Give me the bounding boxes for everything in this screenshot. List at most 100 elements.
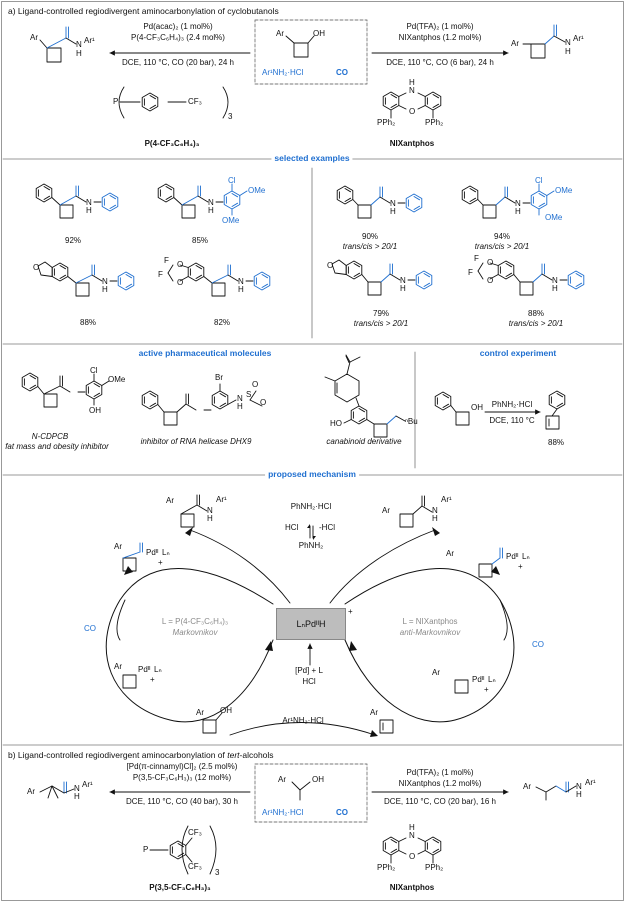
- mech-right-label-1: L = NIXantphos: [402, 617, 458, 626]
- se-r2-ome2: OMe: [545, 213, 563, 222]
- mech-tl-ar: Ar: [166, 496, 174, 505]
- mech-hcl-bottom: HCl: [302, 677, 316, 686]
- a-right-cond-3: DCE, 110 °C, CO (6 bar), 24 h: [386, 58, 494, 67]
- mech-l-alkyl-ar: Ar: [114, 662, 122, 671]
- b-nix-pph2a: PPh₂: [377, 863, 396, 872]
- a-rp-n: N: [565, 38, 571, 47]
- a-left-cond-1: Pd(acac)₂ (1 mol%): [143, 22, 213, 31]
- substrate-box: [254, 19, 368, 85]
- control-header: control experiment: [476, 348, 560, 359]
- a-left-cond-2: P(4-CF₃C₆H₄)₃ (2.4 mol%): [131, 33, 225, 42]
- ph1-ome: OMe: [108, 375, 126, 384]
- mech-co-right: CO: [532, 640, 544, 649]
- se-r4-o2: O: [487, 276, 494, 285]
- a-rp-ar1: Ar¹: [573, 34, 584, 43]
- a-sub-co: CO: [336, 68, 348, 77]
- se-r2-cl: Cl: [535, 176, 543, 185]
- se-l2-n: N: [208, 198, 214, 207]
- mech-co-left: CO: [84, 624, 96, 633]
- control-reagent: PhNH₂·HCl: [491, 400, 533, 409]
- se-r4-o1: O: [487, 258, 494, 267]
- se-r2-ratio: trans/cis > 20/1: [474, 242, 530, 251]
- b-rp-ar: Ar: [523, 782, 531, 791]
- se-r3-yield: 79%: [372, 309, 390, 318]
- se-r4-ratio: trans/cis > 20/1: [508, 319, 564, 328]
- control-yield: 88%: [547, 438, 565, 447]
- se-l2-ome2: OMe: [222, 216, 240, 225]
- mech-r-acyl-pd: Pdᴵᴵ: [506, 552, 519, 561]
- b-sub-co: CO: [336, 808, 348, 817]
- se-r4-n: N: [552, 276, 558, 285]
- se-l4-h: H: [238, 285, 244, 294]
- mech-tl-n: N: [207, 506, 213, 515]
- mech-hcl-plus: HCl: [285, 523, 299, 532]
- mechanism-header: proposed mechanism: [265, 469, 359, 480]
- selected-examples-header: selected examples: [271, 153, 353, 164]
- se-r3-n: N: [400, 276, 406, 285]
- a-nix-n: N: [409, 86, 415, 95]
- b-ligand-right-label: NIXantphos: [389, 883, 435, 892]
- se-r3-o: O: [327, 261, 334, 270]
- mech-left-label-1: L = P(4-CF₃C₆H₄)₃: [161, 617, 229, 626]
- se-l2-h: H: [208, 206, 214, 215]
- section-b-title-suffix: -alcohols: [239, 750, 274, 760]
- b-nix-o: O: [409, 852, 416, 861]
- mech-tr-n: N: [432, 506, 438, 515]
- mech-r-acyl-ar: Ar: [446, 549, 454, 558]
- se-r4-yield: 88%: [527, 309, 545, 318]
- a-nix-pph2a: PPh₂: [377, 118, 396, 127]
- catalyst-box: LₙPdᴵᴵH: [276, 608, 346, 640]
- mech-r-alkyl-pd: Pdᴵᴵ: [472, 675, 485, 684]
- se-l2-cl: Cl: [228, 176, 236, 185]
- se-l1-yield: 92%: [64, 236, 82, 245]
- ph2-o2: O: [260, 398, 267, 407]
- a-lp-ar: Ar: [30, 33, 38, 42]
- mech-r-alkyl-plus: +: [484, 685, 489, 694]
- b-left-cond-2: P(3,5-CF₃C₆H₃)₃ (12 mol%): [132, 773, 232, 782]
- b-lig-p: P: [143, 845, 149, 854]
- mech-amine-top: PhNH₂·HCl: [290, 502, 332, 511]
- section-b-title: b) Ligand-controlled regiodivergent amin…: [8, 750, 274, 760]
- se-l4-f1: F: [164, 256, 169, 265]
- b-rp-h: H: [576, 790, 582, 799]
- control-oh: OH: [471, 403, 483, 412]
- a-lig-p: P: [113, 97, 119, 106]
- mech-r-alkyl-ln: Lₙ: [488, 675, 496, 684]
- mech-b-ar2: Ar: [370, 708, 378, 717]
- mech-r-acyl-ln: Lₙ: [522, 552, 530, 561]
- ph2-o1: O: [252, 380, 259, 389]
- mech-right-label-2: anti-Markovnikov: [399, 628, 461, 637]
- se-r2-ome1: OMe: [555, 186, 573, 195]
- b-ligand-left-label: P(3,5-CF₃C₆H₃)₃: [149, 883, 211, 892]
- se-l3-o: O: [33, 263, 40, 272]
- b-lig-sub: 3: [215, 868, 220, 877]
- se-r2-yield: 94%: [493, 232, 511, 241]
- a-lig-sub: 3: [228, 112, 233, 121]
- b-lig-cf3b: CF₃: [188, 862, 202, 871]
- mech-pd-plus-l: [Pd] + L: [295, 666, 323, 675]
- b-nix-h: H: [409, 823, 415, 832]
- se-l4-o1: O: [177, 260, 184, 269]
- b-right-cond-2: NIXantphos (1.2 mol%): [398, 779, 482, 788]
- mech-r-alkyl-ar: Ar: [432, 668, 440, 677]
- a-left-cond-3: DCE, 110 °C, CO (20 bar), 24 h: [122, 58, 234, 67]
- mech-l-acyl-pd: Pdᴵᴵ: [146, 548, 159, 557]
- a-lig-cf3: CF₃: [188, 97, 202, 106]
- ph1-oh: OH: [89, 406, 101, 415]
- mech-amine-free: PhNH₂: [298, 541, 324, 550]
- se-l1-h: H: [86, 206, 92, 215]
- se-r2-h: H: [515, 207, 521, 216]
- a-rp-h: H: [565, 47, 571, 56]
- pharma-header: active pharmaceutical molecules: [135, 348, 275, 359]
- a-nix-o: O: [409, 107, 416, 116]
- mech-tl-h: H: [207, 514, 213, 523]
- section-a-title: a) Ligand-controlled regiodivergent amin…: [8, 6, 279, 16]
- mech-r-acyl-plus: +: [518, 562, 523, 571]
- mech-l-alkyl-ln: Lₙ: [154, 665, 162, 674]
- ph2-desc: inhibitor of RNA helicase DHX9: [140, 437, 252, 446]
- a-ligand-left-label: P(4-CF₃C₆H₄)₃: [144, 139, 200, 148]
- b-lp-ar1: Ar¹: [82, 780, 93, 789]
- mech-left-label-2: Markovnikov: [172, 628, 218, 637]
